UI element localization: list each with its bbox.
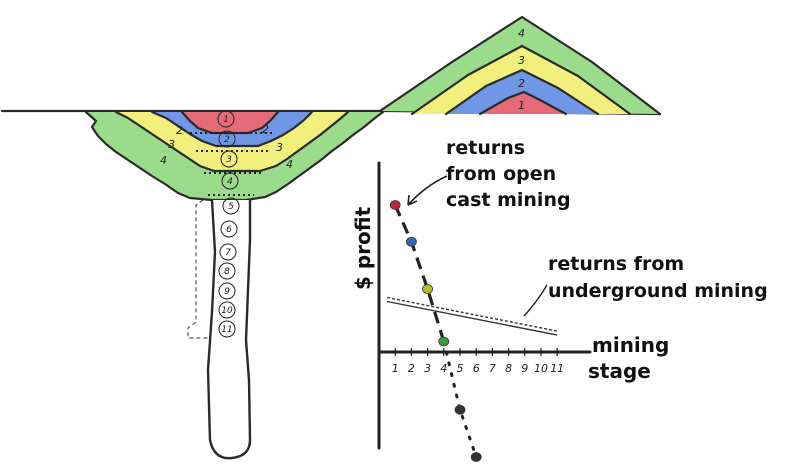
x-tick-label-7: 7 bbox=[489, 362, 496, 375]
mountain-layer-num-4: 4 bbox=[518, 27, 525, 40]
mountain-boundary-1 bbox=[478, 90, 568, 116]
stage-label-6: 6 bbox=[226, 225, 232, 235]
mountain-layer-num-3: 3 bbox=[518, 54, 525, 67]
stage-divider-lines bbox=[190, 132, 272, 196]
open-cast-point-4 bbox=[438, 336, 450, 347]
stage-circle-7 bbox=[219, 243, 237, 261]
open-cast-line-extension bbox=[442, 340, 478, 459]
x-tick-label-10: 10 bbox=[534, 362, 548, 375]
stage-circle-2 bbox=[218, 130, 236, 148]
pit-layer-1 bbox=[182, 112, 278, 133]
pit-layer-num-2-right: 2 bbox=[262, 123, 269, 136]
stage-circle-6 bbox=[220, 220, 238, 238]
mountain-boundary-3 bbox=[410, 44, 632, 116]
mountain-layer-num-2: 2 bbox=[518, 77, 525, 90]
stage-circle-5 bbox=[222, 197, 240, 215]
stage-circle-8 bbox=[218, 262, 236, 280]
mountain-outline bbox=[378, 15, 662, 116]
stage-label-8: 8 bbox=[224, 267, 230, 277]
underground-label-line2: underground mining bbox=[548, 280, 768, 302]
x-tick-label-1: 1 bbox=[392, 362, 399, 375]
x-tick-label-6: 6 bbox=[473, 362, 480, 375]
mountain: 4 3 2 1 bbox=[378, 15, 662, 116]
stage-label-5: 5 bbox=[228, 202, 234, 212]
x-tick-label-5: 5 bbox=[457, 362, 464, 375]
open-cast-arrow bbox=[407, 175, 448, 206]
open-cast-point-6 bbox=[470, 452, 482, 462]
x-tick-label-11: 11 bbox=[550, 362, 564, 375]
mountain-boundary-2 bbox=[444, 68, 600, 116]
pit-layer-num-4-right: 4 bbox=[286, 158, 293, 171]
x-tick-label-9: 9 bbox=[521, 362, 528, 375]
stage-label-11: 11 bbox=[221, 325, 232, 335]
open-cast-point-5 bbox=[454, 404, 466, 415]
pit-layer-num-3-right: 3 bbox=[276, 141, 283, 154]
x-tick-label-4: 4 bbox=[440, 362, 447, 375]
open-pit: 2 2 3 3 4 4 bbox=[84, 110, 385, 202]
series-underground bbox=[386, 296, 558, 336]
series-open-cast bbox=[389, 200, 482, 462]
pit-boundary-2 bbox=[150, 110, 314, 148]
stage-circle-9 bbox=[218, 282, 236, 300]
open-cast-line bbox=[393, 204, 446, 342]
mine-shaft bbox=[187, 132, 272, 460]
mountain-layer-1 bbox=[480, 92, 566, 114]
open-cast-point-2 bbox=[405, 236, 417, 247]
open-cast-point-1 bbox=[389, 200, 401, 210]
y-axis-label: $ profit bbox=[351, 206, 375, 290]
x-axis-label-line2: stage bbox=[588, 359, 651, 383]
stage-label-9: 9 bbox=[224, 287, 230, 297]
pit-boundary-3 bbox=[114, 110, 350, 173]
stage-circle-4 bbox=[221, 172, 239, 190]
stage-label-7: 7 bbox=[225, 248, 231, 258]
pit-layer-num-2-left: 2 bbox=[176, 124, 183, 137]
underground-arrow bbox=[523, 284, 548, 317]
stage-label-4: 4 bbox=[227, 177, 233, 187]
x-tick-label-8: 8 bbox=[505, 362, 512, 375]
stage-label-2: 2 bbox=[224, 135, 230, 145]
stage-label-10: 10 bbox=[221, 306, 233, 316]
open-cast-label-line3: cast mining bbox=[446, 189, 571, 211]
mountain-layer-num-1: 1 bbox=[518, 99, 525, 112]
pit-layer-num-3-left: 3 bbox=[168, 138, 175, 151]
stage-circle-10 bbox=[218, 301, 236, 319]
open-cast-point-3 bbox=[422, 284, 434, 294]
stage-circle-11 bbox=[218, 320, 236, 338]
underground-line-upper bbox=[386, 296, 558, 332]
open-cast-label-line2: from open bbox=[446, 163, 556, 185]
open-cast-label-line1: returns bbox=[446, 137, 525, 159]
shaft-outline bbox=[206, 199, 252, 460]
x-tick-label-2: 2 bbox=[408, 362, 415, 375]
pit-layer-num-4-left: 4 bbox=[160, 154, 167, 167]
stage-circle-3 bbox=[220, 150, 238, 168]
underground-line-lower bbox=[386, 300, 558, 336]
stage-label-1: 1 bbox=[223, 115, 229, 125]
x-tick-label-3: 3 bbox=[424, 362, 431, 375]
underground-label-line1: returns from bbox=[548, 253, 684, 275]
x-axis-label-line1: mining bbox=[592, 333, 669, 357]
stage-circle-1 bbox=[217, 110, 235, 128]
stage-label-3: 3 bbox=[226, 155, 232, 165]
stage-labels: 1 2 3 4 5 6 7 8 9 10 11 bbox=[217, 110, 240, 338]
